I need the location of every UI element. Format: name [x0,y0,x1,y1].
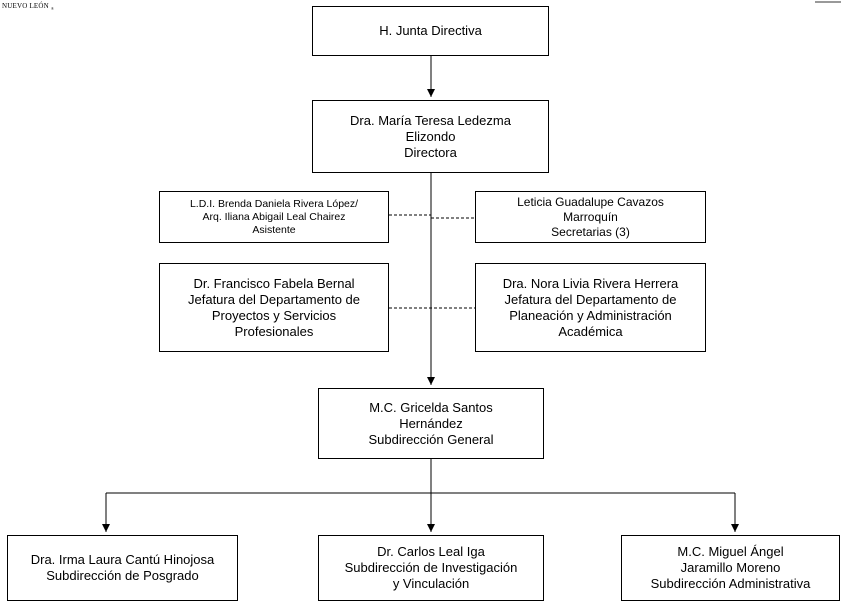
director-name-1: Dra. María Teresa Ledezma [350,112,511,128]
subdirector-role: Subdirección General [368,431,494,447]
secretaries-name-2: Marroquín [563,209,618,224]
box-assistant: L.D.I. Brenda Daniela Rivera López/ Arq.… [159,191,389,243]
box-director: Dra. María Teresa Ledezma Elizondo Direc… [312,100,549,173]
director-name-2: Elizondo [405,128,456,144]
assistant-name-1: L.D.I. Brenda Daniela Rivera López/ [189,197,359,210]
box-secretaries: Leticia Guadalupe Cavazos Marroquín Secr… [475,191,706,243]
secretaries-role: Secretarias (3) [551,224,630,239]
admin-head-name-2: Jaramillo Moreno [680,560,781,575]
planning-role-3: Académica [558,323,623,339]
postgrad-head-name: Dra. Irma Laura Cantú Hinojosa [30,552,215,567]
box-planning-department: Dra. Nora Livia Rivera Herrera Jefatura … [475,263,706,352]
box-postgrad: Dra. Irma Laura Cantú Hinojosa Subdirecc… [7,535,238,601]
box-research: Dr. Carlos Leal Iga Subdirección de Inve… [318,535,544,601]
research-head-name: Dr. Carlos Leal Iga [377,544,485,559]
brand-logo-text: NUEVO LEÓN® [2,2,54,11]
admin-head-name-1: M.C. Miguel Ángel [677,544,784,559]
assistant-role: Asistente [252,223,296,236]
subdirector-name-1: M.C. Gricelda Santos [369,399,493,415]
director-role: Directora [404,144,457,160]
brand-name: NUEVO LEÓN [2,2,49,10]
box-projects-department: Dr. Francisco Fabela Bernal Jefatura del… [159,263,389,352]
projects-role-2: Proyectos y Servicios [211,307,337,323]
planning-head-name: Dra. Nora Livia Rivera Herrera [502,275,679,291]
registered-mark: ® [50,6,55,12]
board-title: H. Junta Directiva [379,23,482,38]
box-board: H. Junta Directiva [312,6,549,56]
secretaries-name-1: Leticia Guadalupe Cavazos [517,194,664,209]
research-role-2: y Vinculación [392,576,470,591]
admin-role: Subdirección Administrativa [650,576,811,591]
corner-marker [815,1,841,3]
planning-role-1: Jefatura del Departamento de [504,291,677,307]
postgrad-role: Subdirección de Posgrado [46,568,199,583]
projects-role-3: Profesionales [234,323,314,339]
projects-head-name: Dr. Francisco Fabela Bernal [193,275,355,291]
research-role-1: Subdirección de Investigación [344,560,518,575]
subdirector-name-2: Hernández [399,415,463,431]
projects-role-1: Jefatura del Departamento de [188,291,360,307]
assistant-name-2: Arq. Iliana Abigail Leal Chairez [202,210,346,223]
box-subdirector-general: M.C. Gricelda Santos Hernández Subdirecc… [318,388,544,459]
box-administrative: M.C. Miguel Ángel Jaramillo Moreno Subdi… [621,535,840,601]
planning-role-2: Planeación y Administración [509,307,672,323]
